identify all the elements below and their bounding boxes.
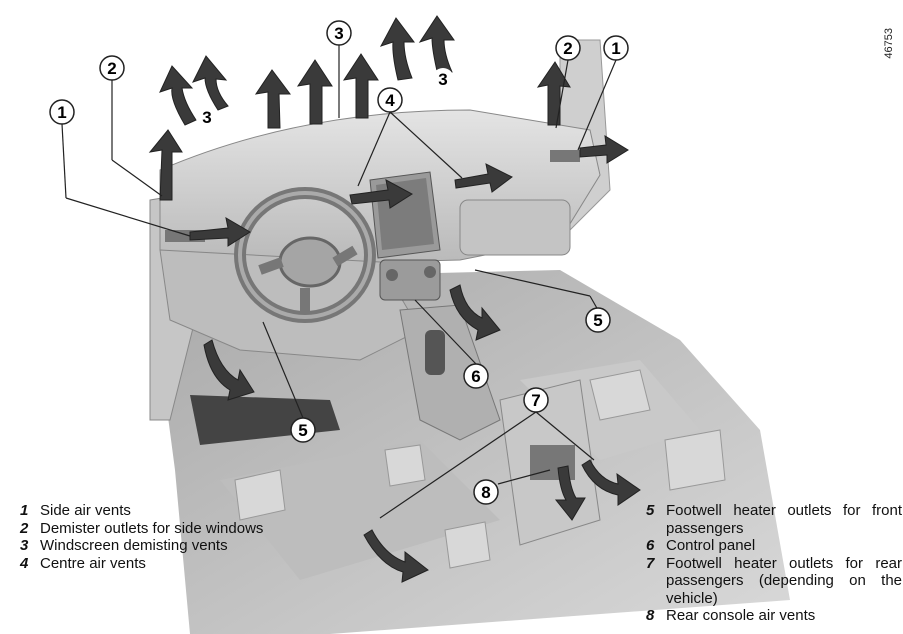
svg-text:6: 6 (471, 367, 480, 386)
callout-5-right: 5 (585, 307, 611, 333)
svg-text:3: 3 (334, 24, 343, 43)
legend-item: 4 Centre air vents (20, 555, 330, 573)
legend-number: 5 (646, 502, 655, 519)
svg-text:1: 1 (611, 39, 620, 58)
legend-text: Footwell heater outlets for front passen… (666, 502, 902, 537)
steering-wheel (234, 187, 376, 323)
cabin-floor (150, 270, 790, 634)
figure-code: 46753 (883, 28, 895, 59)
legend-item: 5 Footwell heater outlets for front pass… (646, 502, 902, 537)
legend-text: Rear console air vents (666, 607, 816, 624)
legend-number: 6 (646, 537, 655, 554)
legend-number: 4 (20, 554, 29, 572)
legend-text: Demister outlets for side windows (40, 519, 264, 537)
legend-text: Footwell heater outlets for rear passeng… (666, 554, 902, 607)
legend-left: 1 Side air vents 2 Demister outlets for … (20, 502, 330, 572)
legend-text: Windscreen demisting vents (40, 537, 228, 554)
legend-text: Centre air vents (40, 554, 146, 572)
callout-4: 4 (377, 87, 403, 113)
svg-text:5: 5 (593, 311, 602, 330)
side-vent-right-outlet (550, 150, 580, 162)
legend-item: 7 Footwell heater outlets for rear passe… (646, 555, 902, 608)
svg-text:5: 5 (298, 421, 307, 440)
legend-item: 3 Windscreen demisting vents (20, 537, 330, 555)
callout-3-top: 3 (326, 20, 352, 46)
legend-number: 2 (20, 519, 29, 537)
legend-right: 5 Footwell heater outlets for front pass… (646, 502, 902, 625)
callout-6: 6 (463, 363, 489, 389)
airflow-arrows (148, 15, 641, 583)
legend-number: 3 (20, 537, 29, 554)
callout-1-right: 1 (603, 35, 629, 61)
svg-text:1: 1 (57, 103, 66, 122)
callout-8: 8 (473, 479, 499, 505)
callouts: 1 2 3 3 3 4 2 1 (49, 20, 629, 505)
svg-text:3: 3 (202, 108, 211, 127)
legend-number: 7 (646, 554, 655, 572)
svg-text:8: 8 (481, 483, 490, 502)
callout-1-left: 1 (49, 99, 75, 125)
svg-text:7: 7 (531, 391, 540, 410)
svg-text:2: 2 (563, 39, 572, 58)
legend-text: Side air vents (40, 502, 131, 519)
callout-2-right: 2 (555, 35, 581, 61)
callout-7: 7 (523, 387, 549, 413)
callout-3-right: 3 (432, 68, 454, 90)
legend-item: 2 Demister outlets for side windows (20, 520, 330, 538)
callout-3-left: 3 (196, 106, 218, 128)
legend-item: 1 Side air vents (20, 502, 330, 520)
leader-lines (61, 45, 617, 519)
legend-item: 8 Rear console air vents (646, 607, 902, 625)
legend-number: 8 (646, 607, 655, 624)
callout-2-left: 2 (99, 55, 125, 81)
gear-lever (425, 330, 445, 375)
glovebox (459, 199, 571, 256)
legend-number: 1 (20, 502, 29, 519)
svg-text:3: 3 (438, 70, 447, 89)
legend-item: 6 Control panel (646, 537, 902, 555)
legend-text: Control panel (666, 537, 756, 554)
svg-text:4: 4 (385, 91, 395, 110)
callout-5-left: 5 (290, 417, 316, 443)
svg-text:2: 2 (107, 59, 116, 78)
